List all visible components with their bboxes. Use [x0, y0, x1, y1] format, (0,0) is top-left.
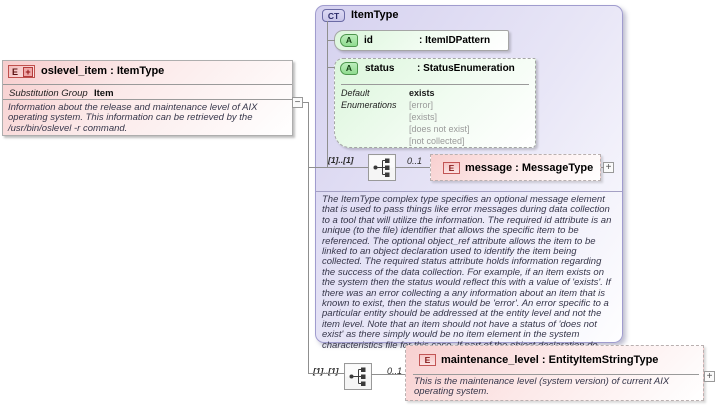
divider	[3, 99, 292, 100]
connector-trunk-line	[308, 102, 309, 374]
oslevel-item-documentation: Information about the release and mainte…	[8, 102, 258, 134]
element-plus-icon: E +	[8, 65, 35, 78]
attribute-badge-icon: A	[340, 62, 358, 75]
complextype-badge-icon: CT	[322, 9, 345, 22]
connector-line	[395, 167, 430, 168]
substitution-group-label: Substitution Group	[9, 88, 88, 99]
connector-line	[303, 102, 308, 103]
oslevel-collapse-toggle[interactable]: −	[292, 97, 303, 108]
message-element-label: message : MessageType	[465, 162, 594, 174]
status-facet-labels: Default Enumerations	[341, 87, 397, 111]
maintenance-level-title: maintenance_level : EntityItemStringType	[441, 354, 659, 366]
status-facet-values: exists [error] [exists] [does not exist]…	[409, 87, 470, 147]
connector-stub	[327, 40, 335, 41]
attribute-status-box[interactable]: A status : StatusEnumeration Default Enu…	[334, 58, 536, 148]
itemtype-documentation: The ItemType complex type specifies an o…	[322, 194, 612, 351]
connector-attribute-trunk	[327, 21, 328, 167]
sequence-compositor-icon[interactable]	[344, 363, 372, 390]
maintenance-expand-toggle[interactable]: +	[704, 371, 715, 382]
oslevel-item-title: oslevel_item : ItemType	[41, 65, 165, 77]
divider	[413, 374, 699, 375]
connector-line	[371, 374, 405, 375]
default-label: Default	[341, 88, 370, 98]
attribute-id-type: : ItemIDPattern	[419, 35, 491, 46]
element-badge-icon: E	[419, 354, 436, 366]
attribute-id-box[interactable]: A id : ItemIDPattern	[334, 30, 509, 51]
sequence-compositor-icon[interactable]	[368, 154, 396, 181]
default-value: exists	[409, 88, 435, 98]
message-expand-toggle[interactable]: +	[603, 162, 614, 173]
connector-line	[308, 373, 344, 374]
connector-stub	[327, 67, 335, 68]
element-badge-letter: E	[12, 66, 19, 77]
plus-glyph: +	[23, 66, 33, 77]
attribute-id-name: id	[364, 35, 373, 46]
attribute-badge-icon: A	[340, 34, 358, 47]
sequence-occurrence-label: [1]..[1]	[313, 366, 339, 376]
oslevel-item-element-box[interactable]: E + oslevel_item : ItemType Substitution…	[2, 60, 293, 136]
enumerations-label: Enumerations	[341, 100, 397, 110]
divider	[3, 84, 292, 85]
element-badge-icon: E	[443, 162, 460, 174]
itemtype-title: ItemType	[351, 9, 399, 21]
connector-line	[308, 167, 368, 168]
message-cardinality-label: 0..1	[407, 156, 423, 166]
divider	[316, 191, 622, 192]
substitution-group-value[interactable]: Item	[94, 88, 114, 99]
maintenance-cardinality-label: 0..1	[387, 366, 403, 376]
message-element-box[interactable]: E message : MessageType	[430, 154, 601, 181]
enumeration-value: [exists]	[409, 112, 438, 122]
sequence-occurrence-label: [1]..[1]	[328, 155, 354, 165]
maintenance-level-element-box[interactable]: E maintenance_level : EntityItemStringTy…	[405, 345, 704, 401]
maintenance-level-documentation: This is the maintenance level (system ve…	[414, 376, 670, 398]
enumeration-value: [error]	[409, 100, 434, 110]
attribute-status-name: status	[365, 63, 395, 74]
connector-stub	[601, 167, 604, 168]
divider	[341, 84, 529, 85]
attribute-status-type: : StatusEnumeration	[417, 63, 515, 74]
enumeration-value: [not collected]	[409, 136, 465, 146]
enumeration-value: [does not exist]	[409, 124, 470, 134]
